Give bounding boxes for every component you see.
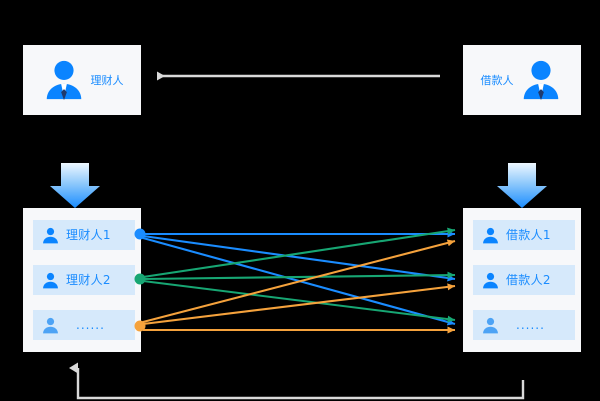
- list-item-label: 理财人1: [66, 228, 111, 242]
- list-item[interactable]: 理财人2: [33, 265, 135, 295]
- lender-down-arrow: [50, 163, 100, 208]
- match-line: [142, 283, 456, 326]
- match-line: [142, 236, 456, 326]
- borrower-list: 借款人1 借款人2 ......: [463, 208, 581, 352]
- person-icon: [481, 226, 500, 245]
- match-line: [142, 227, 456, 279]
- person-icon: [41, 226, 60, 245]
- lender-actor-card: 理财人: [23, 45, 141, 115]
- borrower-actor-card: 借款人: [463, 45, 581, 115]
- lender-actor-label: 理财人: [90, 73, 124, 87]
- person-icon: [481, 271, 500, 290]
- list-item[interactable]: 理财人1: [33, 220, 135, 250]
- match-line: [142, 234, 456, 282]
- lender-list: 理财人1 理财人2 ......: [23, 208, 141, 352]
- list-item[interactable]: 借款人2: [473, 265, 575, 295]
- person-icon: [481, 316, 500, 335]
- borrower-list-to-lender-list-arrow: [69, 362, 525, 400]
- list-item-label: ......: [76, 318, 105, 332]
- matching-lines: [142, 227, 456, 334]
- person-icon: [518, 57, 564, 103]
- list-item[interactable]: ......: [33, 310, 135, 340]
- match-line: [142, 279, 456, 323]
- borrower-down-arrow: [497, 163, 547, 208]
- person-icon: [41, 271, 60, 290]
- list-item-label: 借款人1: [506, 228, 551, 242]
- list-item-label: ......: [516, 318, 545, 332]
- person-icon: [41, 316, 60, 335]
- person-icon: [41, 57, 87, 103]
- list-item-label: 理财人2: [66, 273, 111, 287]
- list-item[interactable]: 借款人1: [473, 220, 575, 250]
- list-item[interactable]: ......: [473, 310, 575, 340]
- match-line: [142, 271, 456, 281]
- match-line: [142, 239, 456, 324]
- list-item-label: 借款人2: [506, 273, 551, 287]
- borrower-actor-label: 借款人: [480, 73, 514, 87]
